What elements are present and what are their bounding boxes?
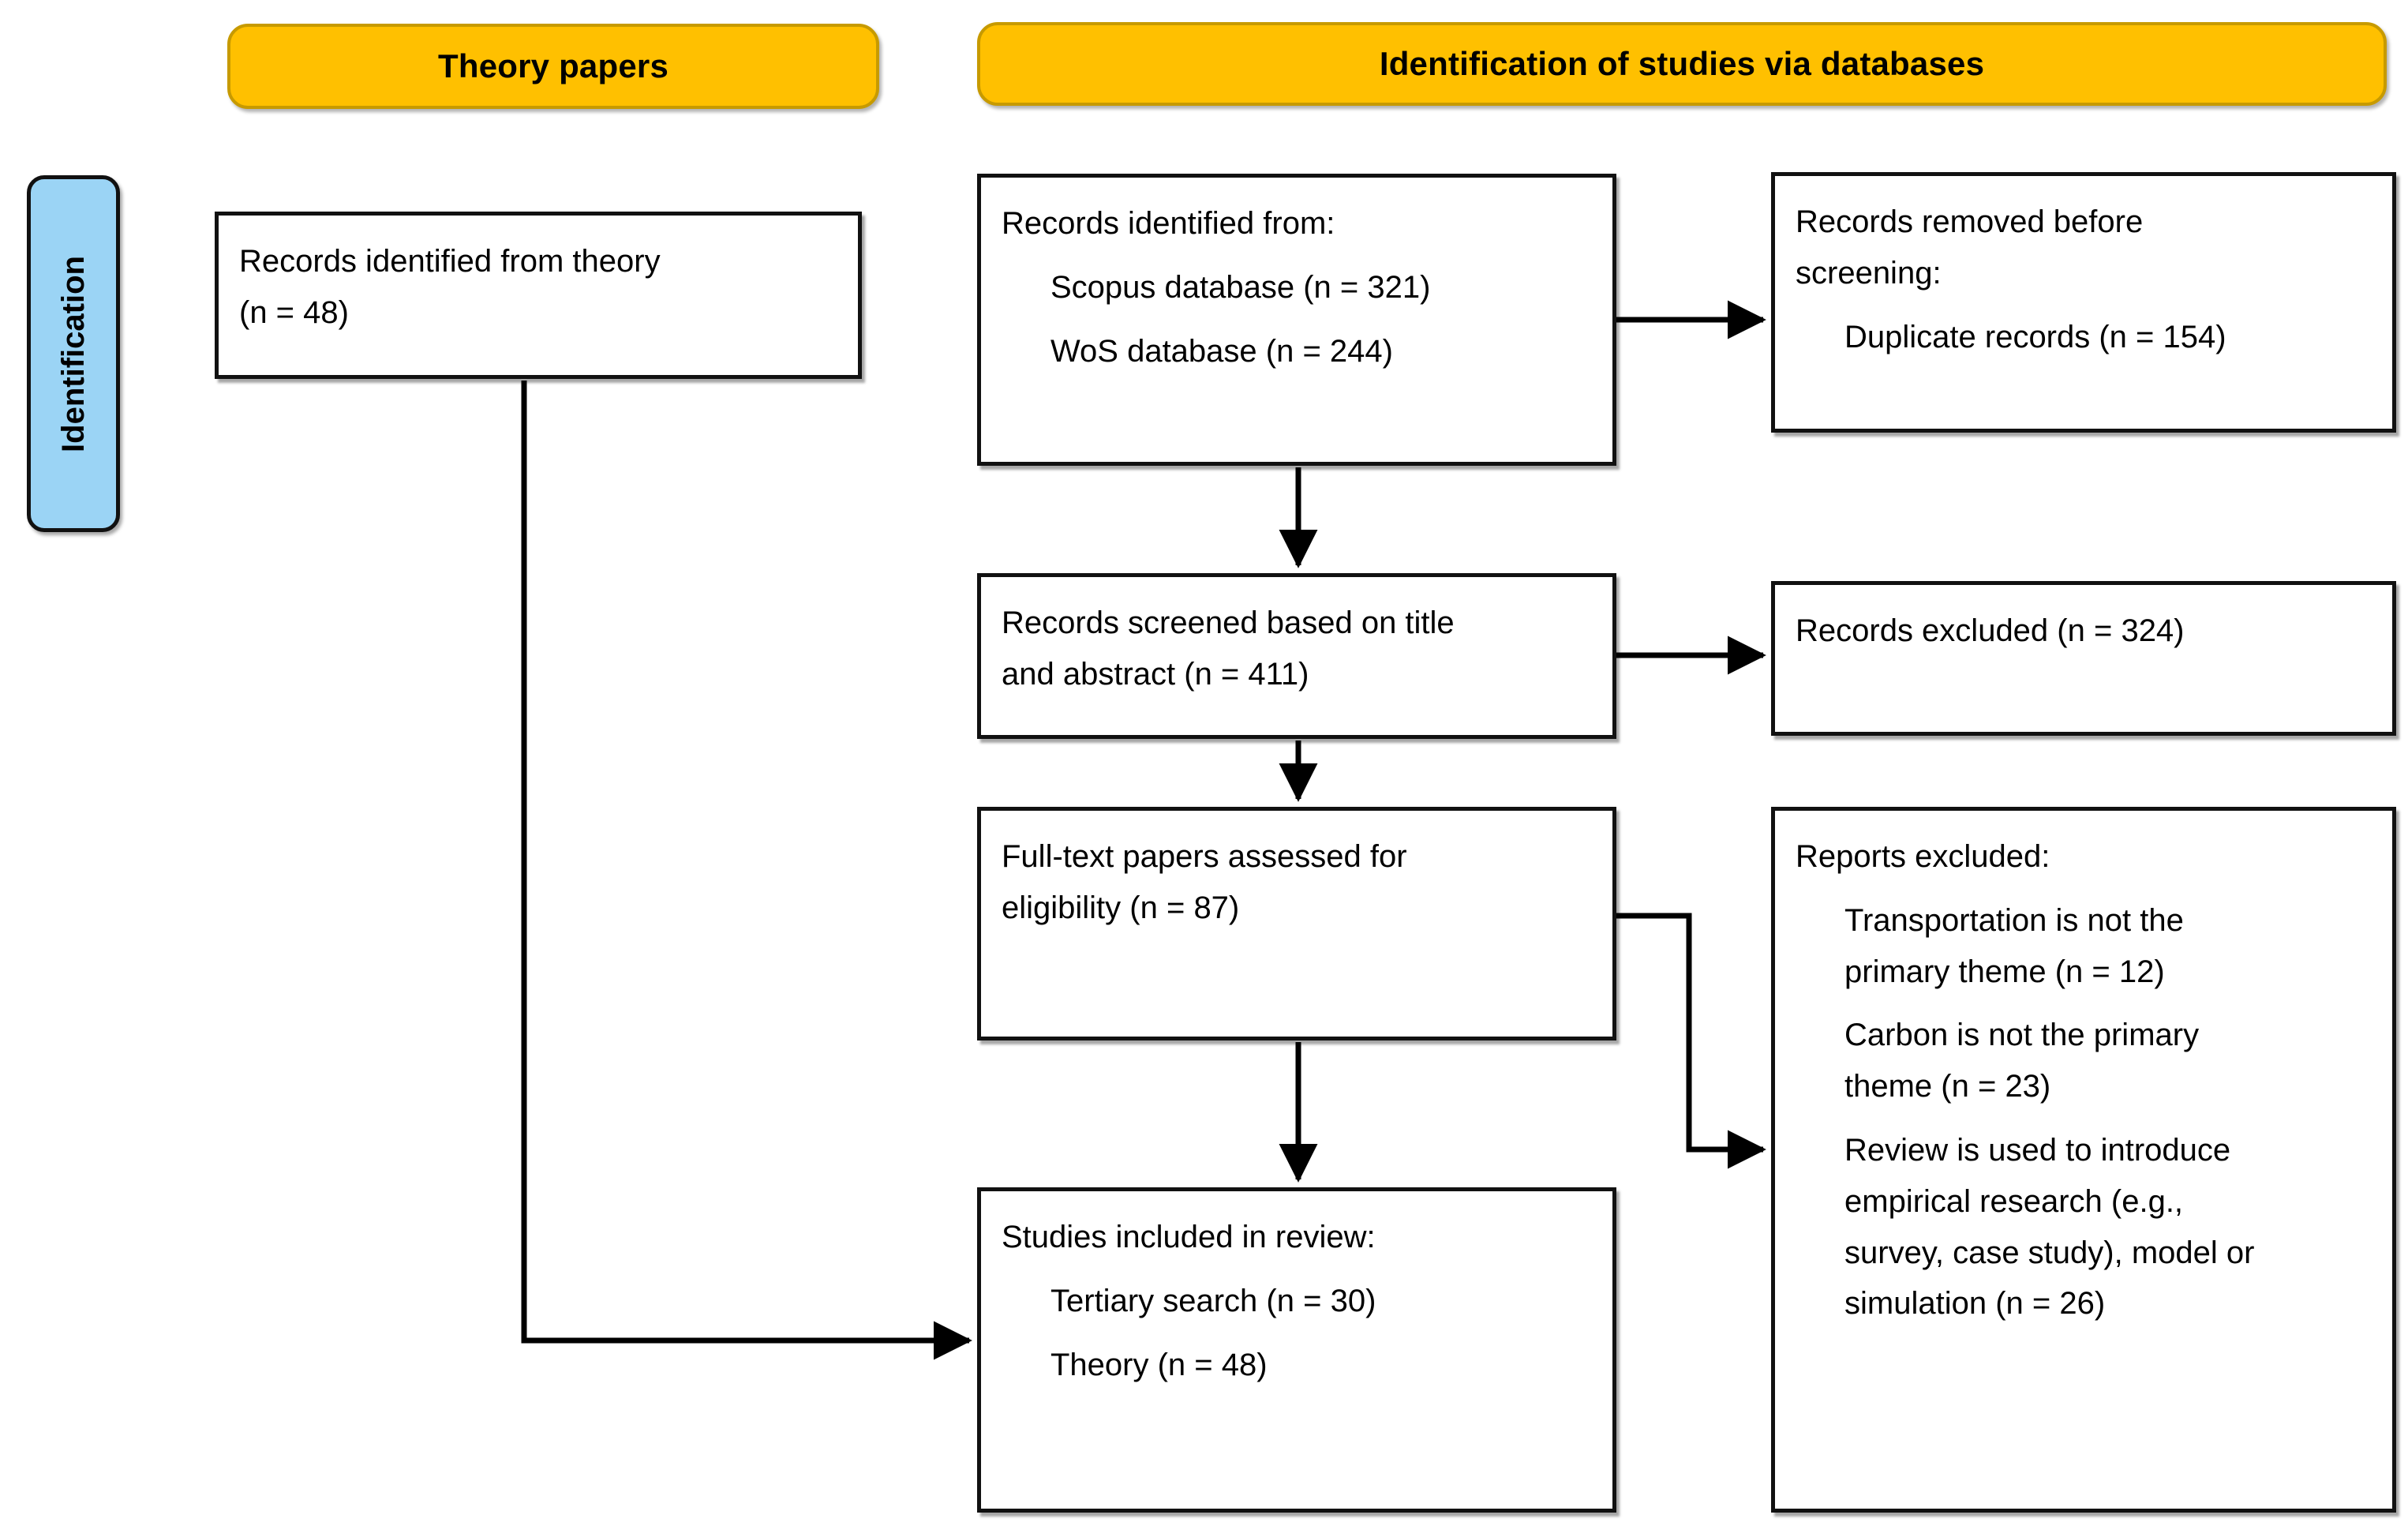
included-spacer-1 — [1002, 1263, 1592, 1276]
removed-line-2: screening: — [1796, 255, 1942, 291]
reports-excluded-spacer-2 — [1796, 997, 2372, 1010]
removed-spacer-1 — [1796, 299, 2372, 312]
removed-line-1: Records removed before — [1796, 204, 2144, 239]
reports-excluded-review-line-4: simulation (n = 26) — [1844, 1286, 2106, 1322]
connector-theory-to-included — [521, 381, 972, 1360]
reports-excluded-carbon-line-1: Carbon is not the primary — [1844, 1018, 2200, 1053]
reports-excluded-carbon-line-2: theme (n = 23) — [1844, 1069, 2051, 1104]
reports-excluded-review-line-1: Review is used to introduce — [1844, 1132, 2231, 1168]
identified-spacer-2 — [1002, 313, 1592, 326]
box-studies-included-in-review: Studies included in review: Tertiary sea… — [977, 1187, 1616, 1513]
identified-wos: WoS database (n = 244) — [1050, 333, 1393, 369]
identified-spacer-1 — [1002, 249, 1592, 262]
included-theory: Theory (n = 48) — [1050, 1347, 1268, 1382]
box-records-screened: Records screened based on title and abst… — [977, 573, 1616, 739]
connector-fulltext-to-reports-excluded — [1616, 913, 1766, 1169]
box-records-excluded: Records excluded (n = 324) — [1771, 581, 2396, 736]
stage-label-identification: Identification — [27, 175, 120, 532]
box-fulltext-papers-assessed: Full-text papers assessed for eligibilit… — [977, 807, 1616, 1040]
excluded-line-1: Records excluded (n = 324) — [1796, 613, 2185, 648]
theory-records-line-1: Records identified from theory — [239, 244, 661, 279]
screened-line-1: Records screened based on title — [1002, 606, 1455, 640]
box-records-identified-from-databases: Records identified from: Scopus database… — [977, 174, 1616, 466]
reports-excluded-transportation-line-1: Transportation is not the — [1844, 902, 2184, 938]
removed-duplicate-records: Duplicate records (n = 154) — [1844, 319, 2226, 354]
theory-records-line-2: (n = 48) — [239, 294, 349, 330]
box-records-removed-before-screening: Records removed before screening: Duplic… — [1771, 172, 2396, 433]
reports-excluded-heading: Reports excluded: — [1796, 839, 2050, 874]
included-tertiary-search: Tertiary search (n = 30) — [1050, 1283, 1376, 1318]
reports-excluded-transportation-line-2: primary theme (n = 12) — [1844, 954, 2165, 989]
stage-label-identification-text: Identification — [55, 255, 91, 452]
banner-theory-papers: Theory papers — [227, 24, 879, 109]
box-reports-excluded: Reports excluded: Transportation is not … — [1771, 807, 2396, 1513]
banner-identification-via-databases: Identification of studies via databases — [977, 22, 2387, 106]
banner-theory-papers-label: Theory papers — [437, 47, 669, 84]
box-records-identified-from-theory: Records identified from theory (n = 48) — [215, 212, 862, 379]
reports-excluded-review-line-2: empirical research (e.g., — [1844, 1183, 2184, 1219]
identified-scopus: Scopus database (n = 321) — [1050, 269, 1431, 305]
reports-excluded-review-line-3: survey, case study), model or — [1844, 1235, 2255, 1270]
reports-excluded-spacer-3 — [1796, 1112, 2372, 1125]
screened-line-2: and abstract (n = 411) — [1002, 656, 1309, 692]
identified-line-1: Records identified from: — [1002, 206, 1335, 241]
reports-excluded-spacer-1 — [1796, 883, 2372, 895]
fulltext-line-2: eligibility (n = 87) — [1002, 890, 1240, 925]
banner-identification-via-databases-label: Identification of studies via databases — [1379, 45, 1985, 82]
included-line-1: Studies included in review: — [1002, 1220, 1376, 1254]
fulltext-line-1: Full-text papers assessed for — [1002, 839, 1407, 874]
included-spacer-2 — [1002, 1327, 1592, 1340]
